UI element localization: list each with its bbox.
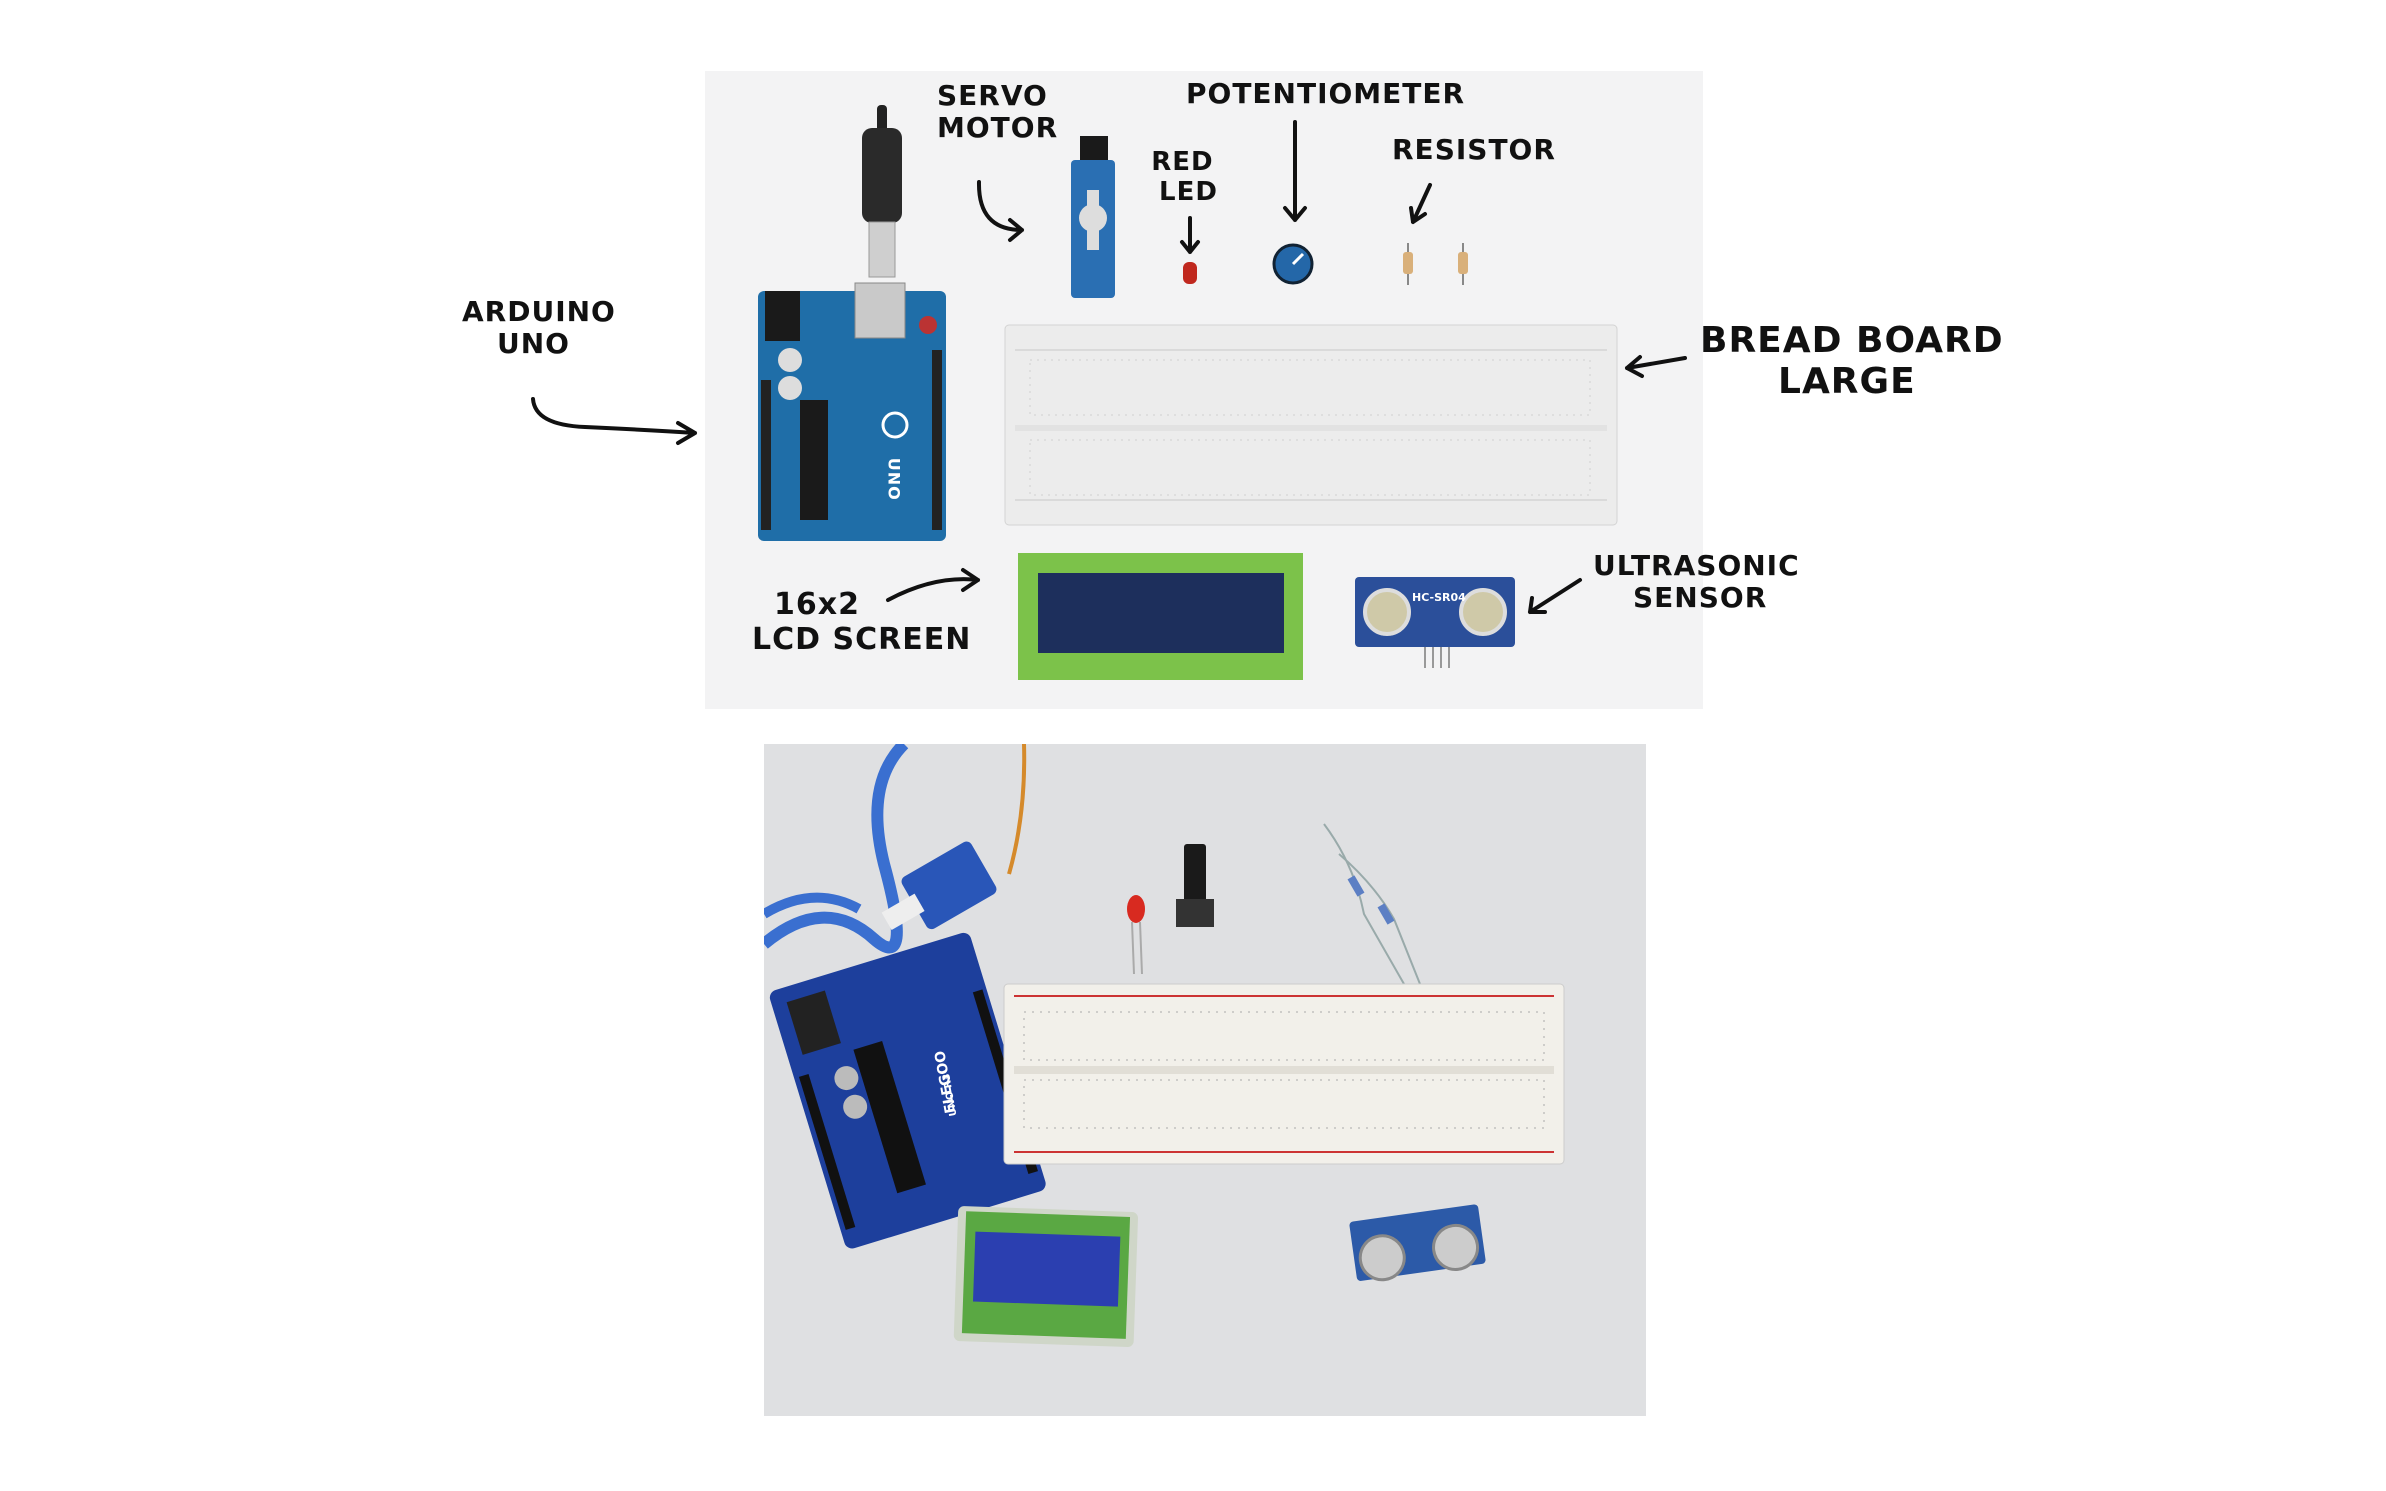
ultrasonic-sensor [1355,577,1515,668]
lcd-photo [953,1206,1139,1347]
lcd-label-line2: LCD SCREEN [752,621,972,657]
resistor-label: RESISTOR [1392,133,1556,166]
arduino-label-line1: ARDUINO [462,295,616,328]
servo-motor-label: SERVO MOTOR [937,79,1059,145]
resistors-photo [1323,823,1425,995]
ultrasonic-label-line2: SENSOR [1633,581,1768,615]
potentiometer-photo [1176,844,1214,927]
lcd-label: 16x2 LCD SCREEN [752,587,972,657]
arduino-board-photo [769,932,1046,1249]
breadboard-arrow [1625,355,1687,378]
lcd-16x2 [1018,553,1303,680]
bread-board-label: BREAD BOARD LARGE [1700,320,2004,403]
lcd-label-line1: 16x2 [774,587,860,622]
red-led-label-line1: RED [1151,147,1214,177]
arduino-label-line2: UNO [497,327,570,361]
resistor-arrow [1409,183,1432,224]
arduino-arrow [531,397,697,445]
photo-scene [764,744,1565,1347]
red-led-photo [1127,895,1145,975]
resistors [1403,243,1468,285]
lcd-arrow [886,568,980,602]
uno-board-text: UNO [884,457,904,501]
arduino-uno-board [758,282,946,541]
hardware-photo: ELEGOO UNO R3 [764,744,1646,1416]
ultrasonic-label: ULTRASONIC SENSOR [1593,549,1800,615]
servo-motor [1071,136,1115,298]
potentiometer-label: POTENTIOMETER [1186,77,1466,110]
red-led [1183,262,1197,284]
breadboard-large [1004,324,1618,526]
bread-board-label-line2: LARGE [1778,361,1916,403]
ultrasonic-photo [1349,1204,1486,1282]
servo-arrow [976,180,1024,242]
arduino-uno-label: ARDUINO UNO [462,295,616,361]
sensor-model-text: HC-SR04 [1412,591,1466,604]
usb-cable [862,105,902,278]
ultrasonic-arrow [1528,578,1582,614]
red-led-label: RED LED [1147,147,1218,208]
bread-board-label-line1: BREAD BOARD [1700,320,2004,361]
led-arrow [1180,216,1200,254]
servo-photo [881,841,997,930]
ultrasonic-label-line1: ULTRASONIC [1593,549,1800,582]
potentiometer [1272,243,1314,285]
servo-label-line1: SERVO [937,79,1048,112]
servo-label-line2: MOTOR [937,111,1059,145]
breadboard-photo [1003,983,1565,1165]
potentiometer-arrow [1283,120,1307,222]
usb-cable-photo [764,744,909,954]
red-led-label-line2: LED [1159,176,1218,207]
